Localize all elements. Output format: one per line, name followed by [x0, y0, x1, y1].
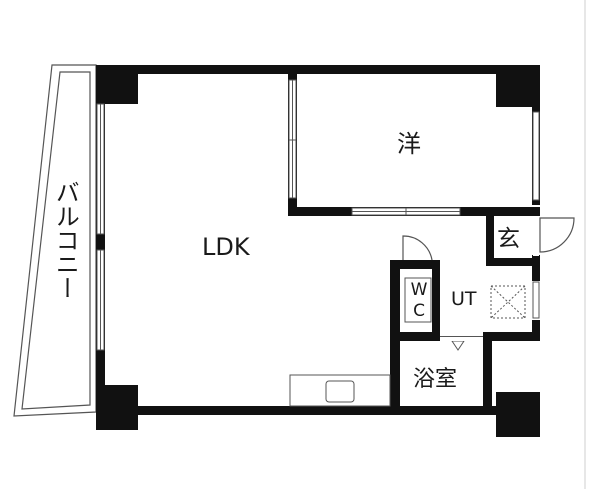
ut-window: [532, 281, 540, 319]
room-label-utility: UT: [451, 288, 477, 310]
room-label-ldk: LDK: [202, 233, 250, 261]
wc-door-swing: [402, 235, 433, 261]
room-label-entrance: 玄: [497, 226, 520, 252]
room-label-bath: 浴室: [413, 367, 458, 392]
ldk-windows: [96, 103, 105, 351]
western-room-closet-door: [351, 207, 461, 216]
western-room-window: [532, 111, 540, 201]
toilet-box: [404, 277, 432, 323]
columns: [96, 65, 540, 437]
toilet-label-c: C: [413, 301, 425, 321]
room-label-balcony: バルコニー: [51, 180, 80, 300]
room-label-toilet: W C: [405, 280, 433, 322]
kitchen-counter: [289, 374, 391, 407]
washer-icon: [490, 285, 526, 319]
entrance-door-opening: [533, 216, 539, 256]
room-label-western: 洋: [397, 130, 421, 158]
entrance-walls: [486, 216, 540, 266]
outer-walls: [96, 65, 540, 415]
toilet-label-w: W: [410, 280, 428, 300]
western-room-sliding-door: [288, 79, 297, 199]
bath-door-marker: [451, 340, 465, 351]
entrance-door-swing: [539, 217, 575, 253]
